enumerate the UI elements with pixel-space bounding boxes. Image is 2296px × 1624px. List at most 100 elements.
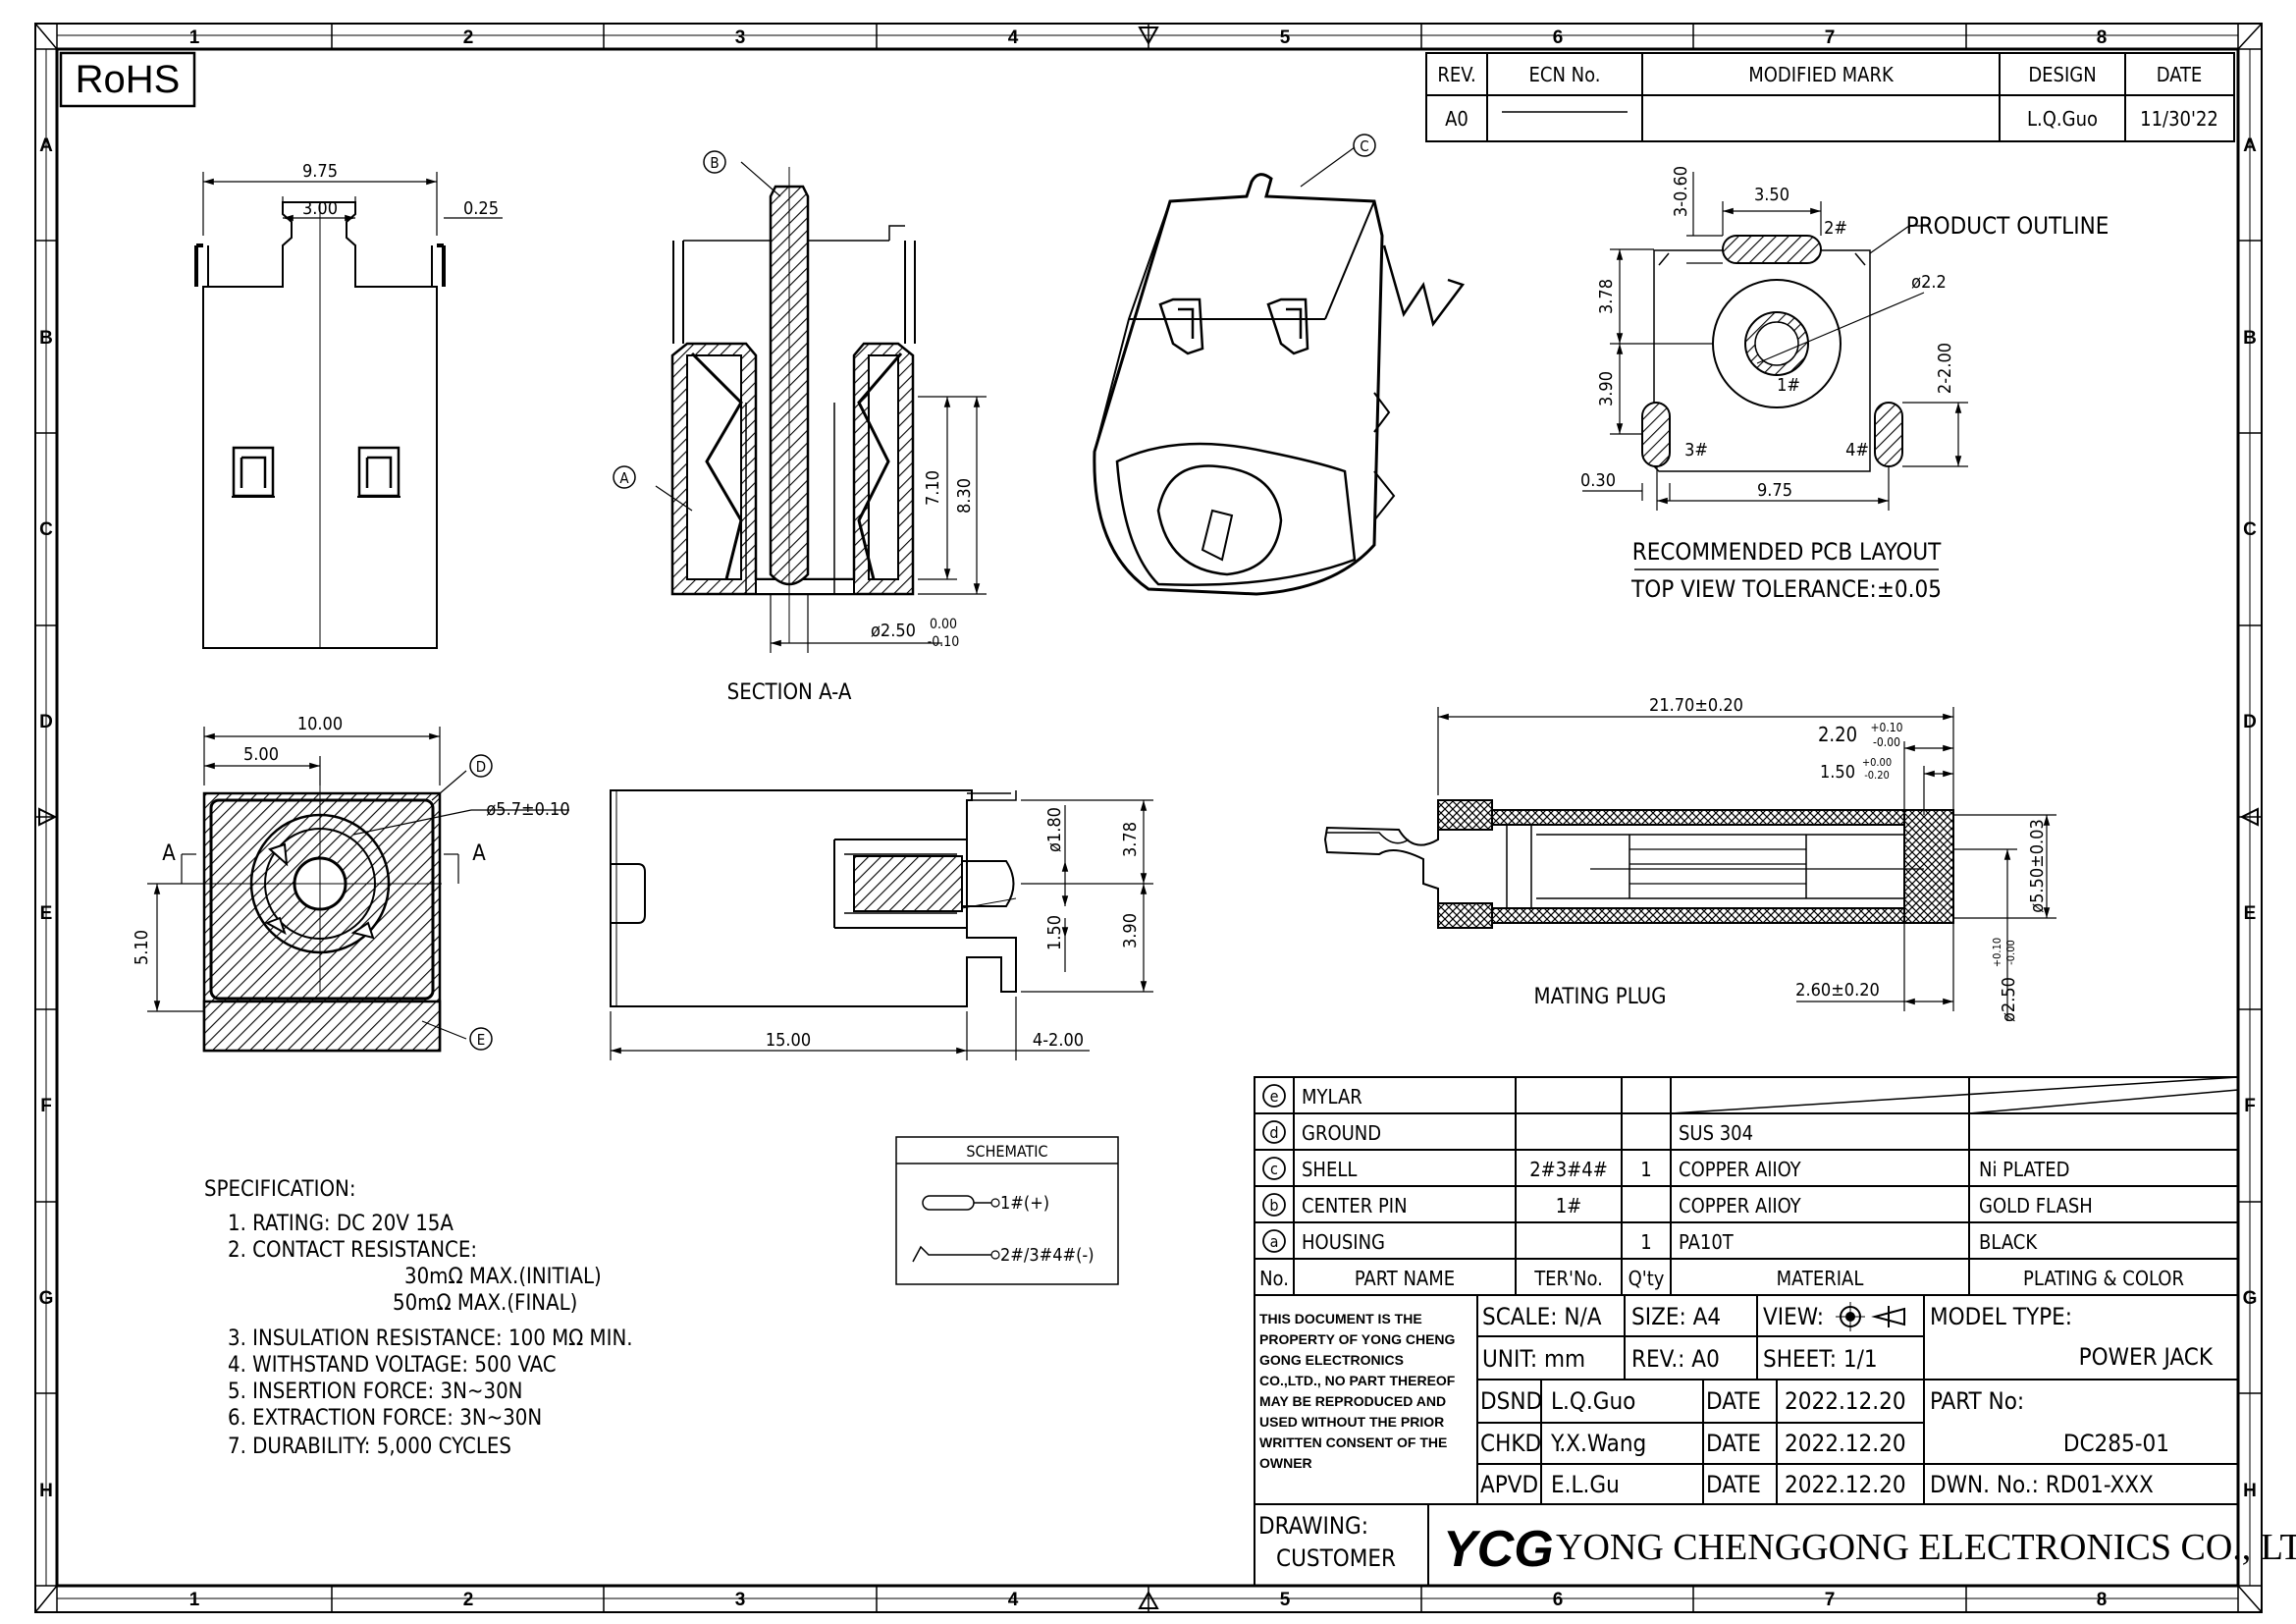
bom-header-name: PART NAME: [1355, 1267, 1455, 1290]
revision-table: REV. ECN No. MODIFIED MARK DESIGN DATE A…: [1425, 52, 2235, 142]
notice-line: WRITTEN CONSENT OF THE: [1259, 1435, 1447, 1450]
spec-line: 30mΩ MAX.(INITIAL): [404, 1265, 602, 1289]
bom-name: GROUND: [1302, 1121, 1381, 1145]
col-label: 2: [463, 27, 474, 48]
tb-size: SIZE: A4: [1631, 1303, 1721, 1330]
spec-line: 5. INSERTION FORCE: 3N~30N: [228, 1380, 522, 1404]
dim-8-30: 8.30: [954, 478, 975, 514]
side-dims: [610, 799, 1153, 1060]
plug-dim-length: 21.70±0.20: [1649, 695, 1743, 716]
tb-date-label: DATE: [1706, 1430, 1761, 1457]
spec-line: 1. RATING: DC 20V 15A: [228, 1212, 454, 1236]
top-view-dims: [202, 172, 503, 236]
pcb-pin-1: 1#: [1777, 375, 1800, 396]
bom-mark: d: [1269, 1123, 1278, 1142]
side-dim-4-2-00: 4-2.00: [1033, 1030, 1084, 1051]
date-value: 11/30'22: [2140, 107, 2218, 131]
schematic-pos: 1#(+): [1000, 1193, 1049, 1214]
pcb-dim-3-50: 3.50: [1754, 185, 1789, 205]
pcb-dim-3-0-60: 3-0.60: [1671, 166, 1691, 217]
notice-line: OWNER: [1259, 1455, 1312, 1471]
schematic-title: SCHEMATIC: [966, 1142, 1047, 1161]
row-label: F: [2244, 1096, 2256, 1116]
section-mark-left: A: [162, 841, 176, 866]
row-label: B: [2243, 328, 2257, 349]
col-label: 6: [1553, 1590, 1564, 1610]
col-label: 7: [1825, 1590, 1836, 1610]
callout-c-circle: [1353, 134, 1376, 157]
callout-d: D: [476, 758, 486, 776]
front-dim-5-00: 5.00: [243, 744, 279, 765]
tb-unit: UNIT: mm: [1482, 1345, 1585, 1373]
row-label: G: [39, 1288, 54, 1309]
plug-dim-2-20: 2.20: [1818, 723, 1857, 746]
tb-date-label: DATE: [1706, 1387, 1761, 1415]
side-dim-3-90: 3.90: [1120, 913, 1141, 948]
tb-date-value: 2022.12.20: [1785, 1430, 1906, 1457]
bom-plating: Ni PLATED: [1979, 1158, 2069, 1181]
bom-header-qty: Q'ty: [1629, 1267, 1665, 1290]
top-view: [194, 201, 446, 649]
schematic-box: [895, 1136, 1119, 1285]
plug-dim-id-up: +0.10: [1991, 938, 2003, 967]
front-dims: [147, 727, 569, 1040]
rev-header: REV.: [1437, 63, 1475, 86]
pcb-dim-3-90: 3.90: [1596, 371, 1617, 406]
side-dim-1-50: 1.50: [1044, 915, 1065, 950]
callout-e-circle: [469, 1027, 493, 1051]
projection-symbol-icon: [1836, 1302, 1905, 1331]
bom-material: PA10T: [1679, 1230, 1735, 1254]
pcb-layout: [1641, 235, 1903, 472]
tb-model-value: POWER JACK: [2079, 1343, 2214, 1371]
tb-apvd-label: APVD: [1480, 1471, 1538, 1498]
dim-pin-dia: ø2.50: [871, 621, 916, 641]
col-label: 4: [1008, 1590, 1019, 1610]
bom-header-material: MATERIAL: [1777, 1267, 1864, 1290]
pcb-dim-0-30: 0.30: [1580, 470, 1616, 491]
bom-plating: GOLD FLASH: [1979, 1194, 2093, 1218]
tb-dsnd-value: L.Q.Guo: [1551, 1387, 1635, 1415]
callout-e: E: [477, 1031, 486, 1049]
notice-line: USED WITHOUT THE PRIOR: [1259, 1414, 1444, 1430]
tb-apvd-value: E.L.Gu: [1551, 1471, 1620, 1498]
bom-header-ter: TER'No.: [1533, 1267, 1603, 1290]
spec-title: SPECIFICATION:: [204, 1177, 356, 1202]
col-label: 6: [1553, 27, 1564, 48]
specification: SPECIFICATION: 1. RATING: DC 20V 15A 2. …: [204, 1177, 633, 1459]
company-logo: YCG: [1443, 1521, 1554, 1578]
sheet-frame: 1 2 3 4 5 6 7 8 1 2 3 4 5 6 7 8 A B C D …: [34, 23, 2263, 1613]
row-label: C: [2243, 519, 2257, 540]
bom-qty: 1: [1640, 1230, 1651, 1254]
spec-line: 2. CONTACT RESISTANCE:: [228, 1238, 477, 1263]
front-view: [196, 776, 442, 1053]
tb-date-value: 2022.12.20: [1785, 1387, 1906, 1415]
bom-marks: [1262, 1084, 1286, 1253]
pcb-pin-4: 4#: [1845, 440, 1869, 460]
col-label: 1: [189, 27, 200, 48]
date-header: DATE: [2157, 63, 2203, 86]
plug-dim-2-20-lo: -0.00: [1873, 735, 1900, 749]
isometric-view: [1093, 146, 1466, 596]
callout-d-circle: [469, 754, 493, 778]
plug-dim-id: ø2.50: [1999, 977, 2019, 1022]
col-label: 7: [1825, 27, 1836, 48]
rohs-badge: [59, 51, 196, 108]
bom-name: MYLAR: [1302, 1085, 1362, 1109]
dim-pin-lower: -0.10: [928, 634, 960, 650]
tb-date-label: DATE: [1706, 1471, 1761, 1498]
tb-view: VIEW:: [1763, 1303, 1824, 1330]
bom-name: HOUSING: [1302, 1230, 1385, 1254]
title-block: [1254, 1294, 2239, 1587]
callout-c: C: [1360, 137, 1368, 155]
dim-slot: 3.00: [302, 198, 338, 219]
row-label: G: [2243, 1288, 2258, 1309]
callout-b: B: [710, 154, 719, 172]
col-label: 2: [463, 1590, 474, 1610]
mating-plug-title: MATING PLUG: [1534, 985, 1667, 1009]
section-title: SECTION A-A: [727, 680, 852, 705]
tb-part-value: DC285-01: [2063, 1430, 2169, 1457]
design-value: L.Q.Guo: [2027, 107, 2098, 131]
plug-dim-1-50-lo: -0.20: [1864, 769, 1890, 782]
side-dim-dia-1-80: ø1.80: [1044, 807, 1065, 852]
bom-mark: c: [1270, 1160, 1278, 1178]
